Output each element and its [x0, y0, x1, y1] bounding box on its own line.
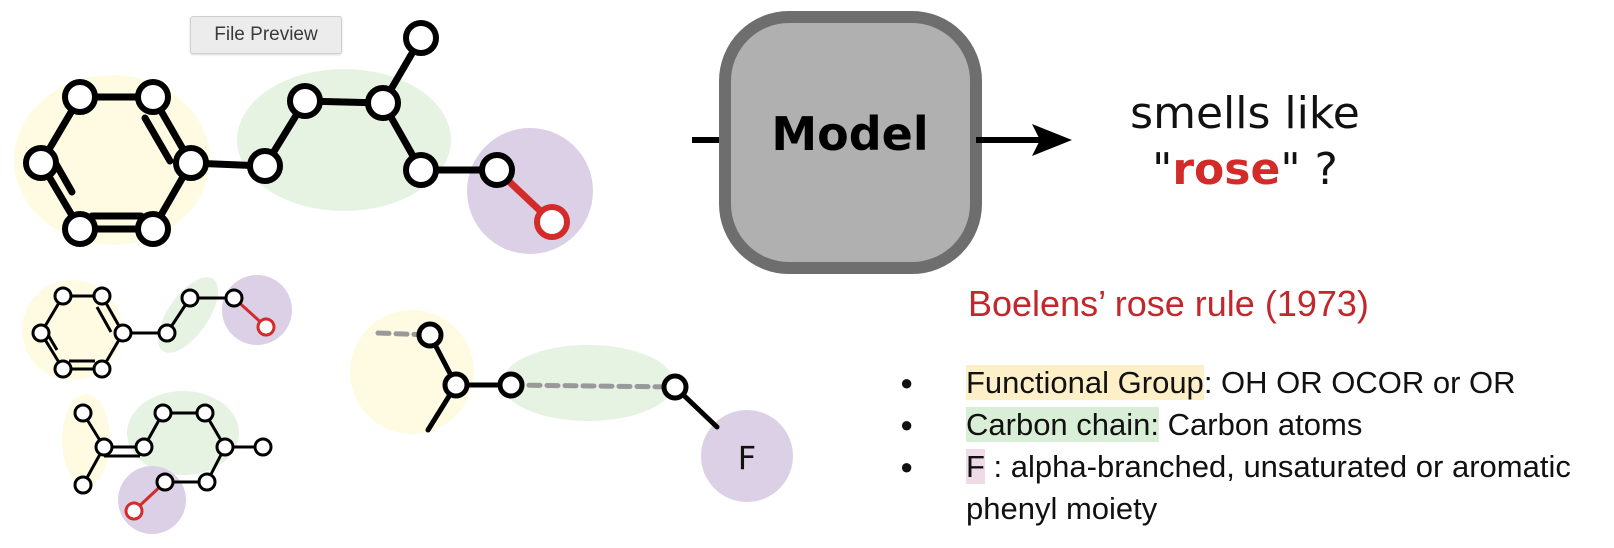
small2-chain-highlight	[127, 391, 239, 475]
model-output-text: smells like "rose" ?	[1095, 86, 1395, 198]
output-line-1: smells like	[1130, 88, 1360, 139]
carbon-chain-region-highlight	[237, 69, 451, 211]
small-functional-highlight	[222, 275, 292, 345]
main-molecule-atoms	[23, 20, 570, 247]
output-line-2: "rose" ?	[1152, 144, 1338, 195]
rule-title: Boelens’ rose rule (1973)	[968, 283, 1369, 324]
small-aromatic-highlight	[22, 280, 122, 380]
small-molecule-2-atoms	[73, 403, 273, 521]
rule-item-carbon-chain: Carbon chain: Carbon atoms	[900, 404, 1600, 446]
functional-group-region-highlight	[467, 128, 593, 254]
small2-functional-highlight	[118, 466, 186, 534]
rule-item-functional-group: Functional Group: OH OR OCOR or OR	[900, 362, 1600, 404]
rose-keyword: rose	[1172, 144, 1281, 195]
small-molecule-1-atoms	[31, 286, 276, 379]
pattern-molecule-atoms	[416, 321, 689, 401]
rule-item-f: F : alpha-branched, unsaturated or aroma…	[900, 446, 1600, 530]
f-term: F	[966, 449, 985, 484]
pattern-green-highlight	[502, 345, 674, 421]
fragment-f-label: F	[738, 439, 756, 477]
small2-aromatic-highlight	[62, 394, 110, 486]
file-preview-tooltip: File Preview	[190, 16, 342, 54]
oxygen-atom	[534, 204, 570, 240]
output-arrow-head	[1032, 124, 1072, 156]
pattern-f-highlight	[701, 410, 793, 502]
model-label: Model	[771, 107, 928, 161]
functional-group-term: Functional Group	[966, 365, 1204, 400]
rule-list: Functional Group: OH OR OCOR or OR Carbo…	[900, 362, 1600, 530]
carbon-chain-term: Carbon chain:	[966, 407, 1160, 442]
small-chain-highlight	[157, 277, 219, 353]
